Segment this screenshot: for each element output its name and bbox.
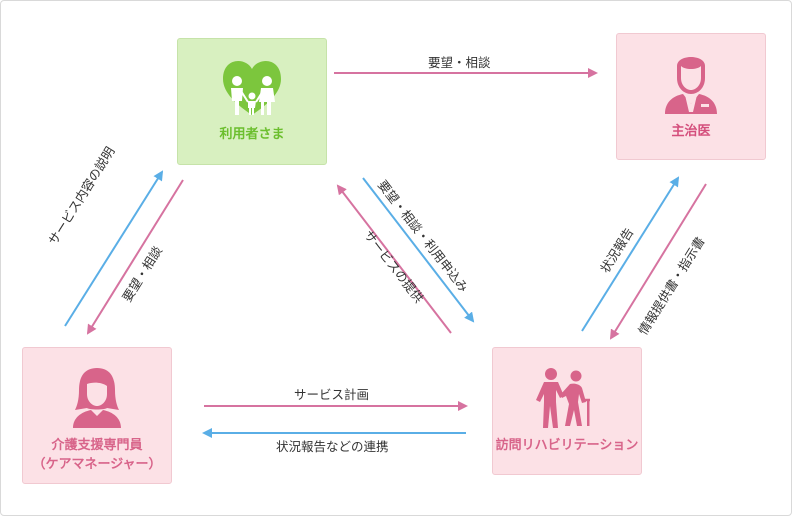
node-rehab: 訪問リハビリテーション <box>492 347 642 475</box>
care-manager-label: 介護支援専門員 <box>51 438 143 453</box>
arrow-rehab-to-doctor <box>581 176 680 332</box>
rehab-label: 訪問リハビリテーション <box>495 438 639 453</box>
family-icon <box>219 57 285 121</box>
user-label: 利用者さま <box>219 127 285 142</box>
node-user: 利用者さま <box>177 38 327 165</box>
doctor-label: 主治医 <box>671 124 711 139</box>
node-doctor: 主治医 <box>616 33 766 160</box>
caregiver-elder-icon <box>536 366 598 432</box>
care-manager-sublabel: （ケアマネージャー） <box>32 457 162 472</box>
arrow-doctor-to-rehab <box>609 183 707 340</box>
doctor-icon <box>663 52 719 118</box>
arrow-cm-to-user <box>64 170 164 327</box>
node-care-manager: 介護支援専門員 （ケアマネージャー） <box>22 347 172 484</box>
arrow-user-to-cm <box>86 179 184 335</box>
label-cm-to-rehab: サービス計画 <box>294 387 370 402</box>
woman-icon <box>69 366 125 432</box>
label-rehab-to-cm: 状況報告などの連携 <box>276 439 389 454</box>
label-user-to-doctor: 要望・相談 <box>428 55 491 70</box>
arrow-rehab-to-user <box>336 184 452 334</box>
arrow-user-to-rehab <box>362 177 475 323</box>
